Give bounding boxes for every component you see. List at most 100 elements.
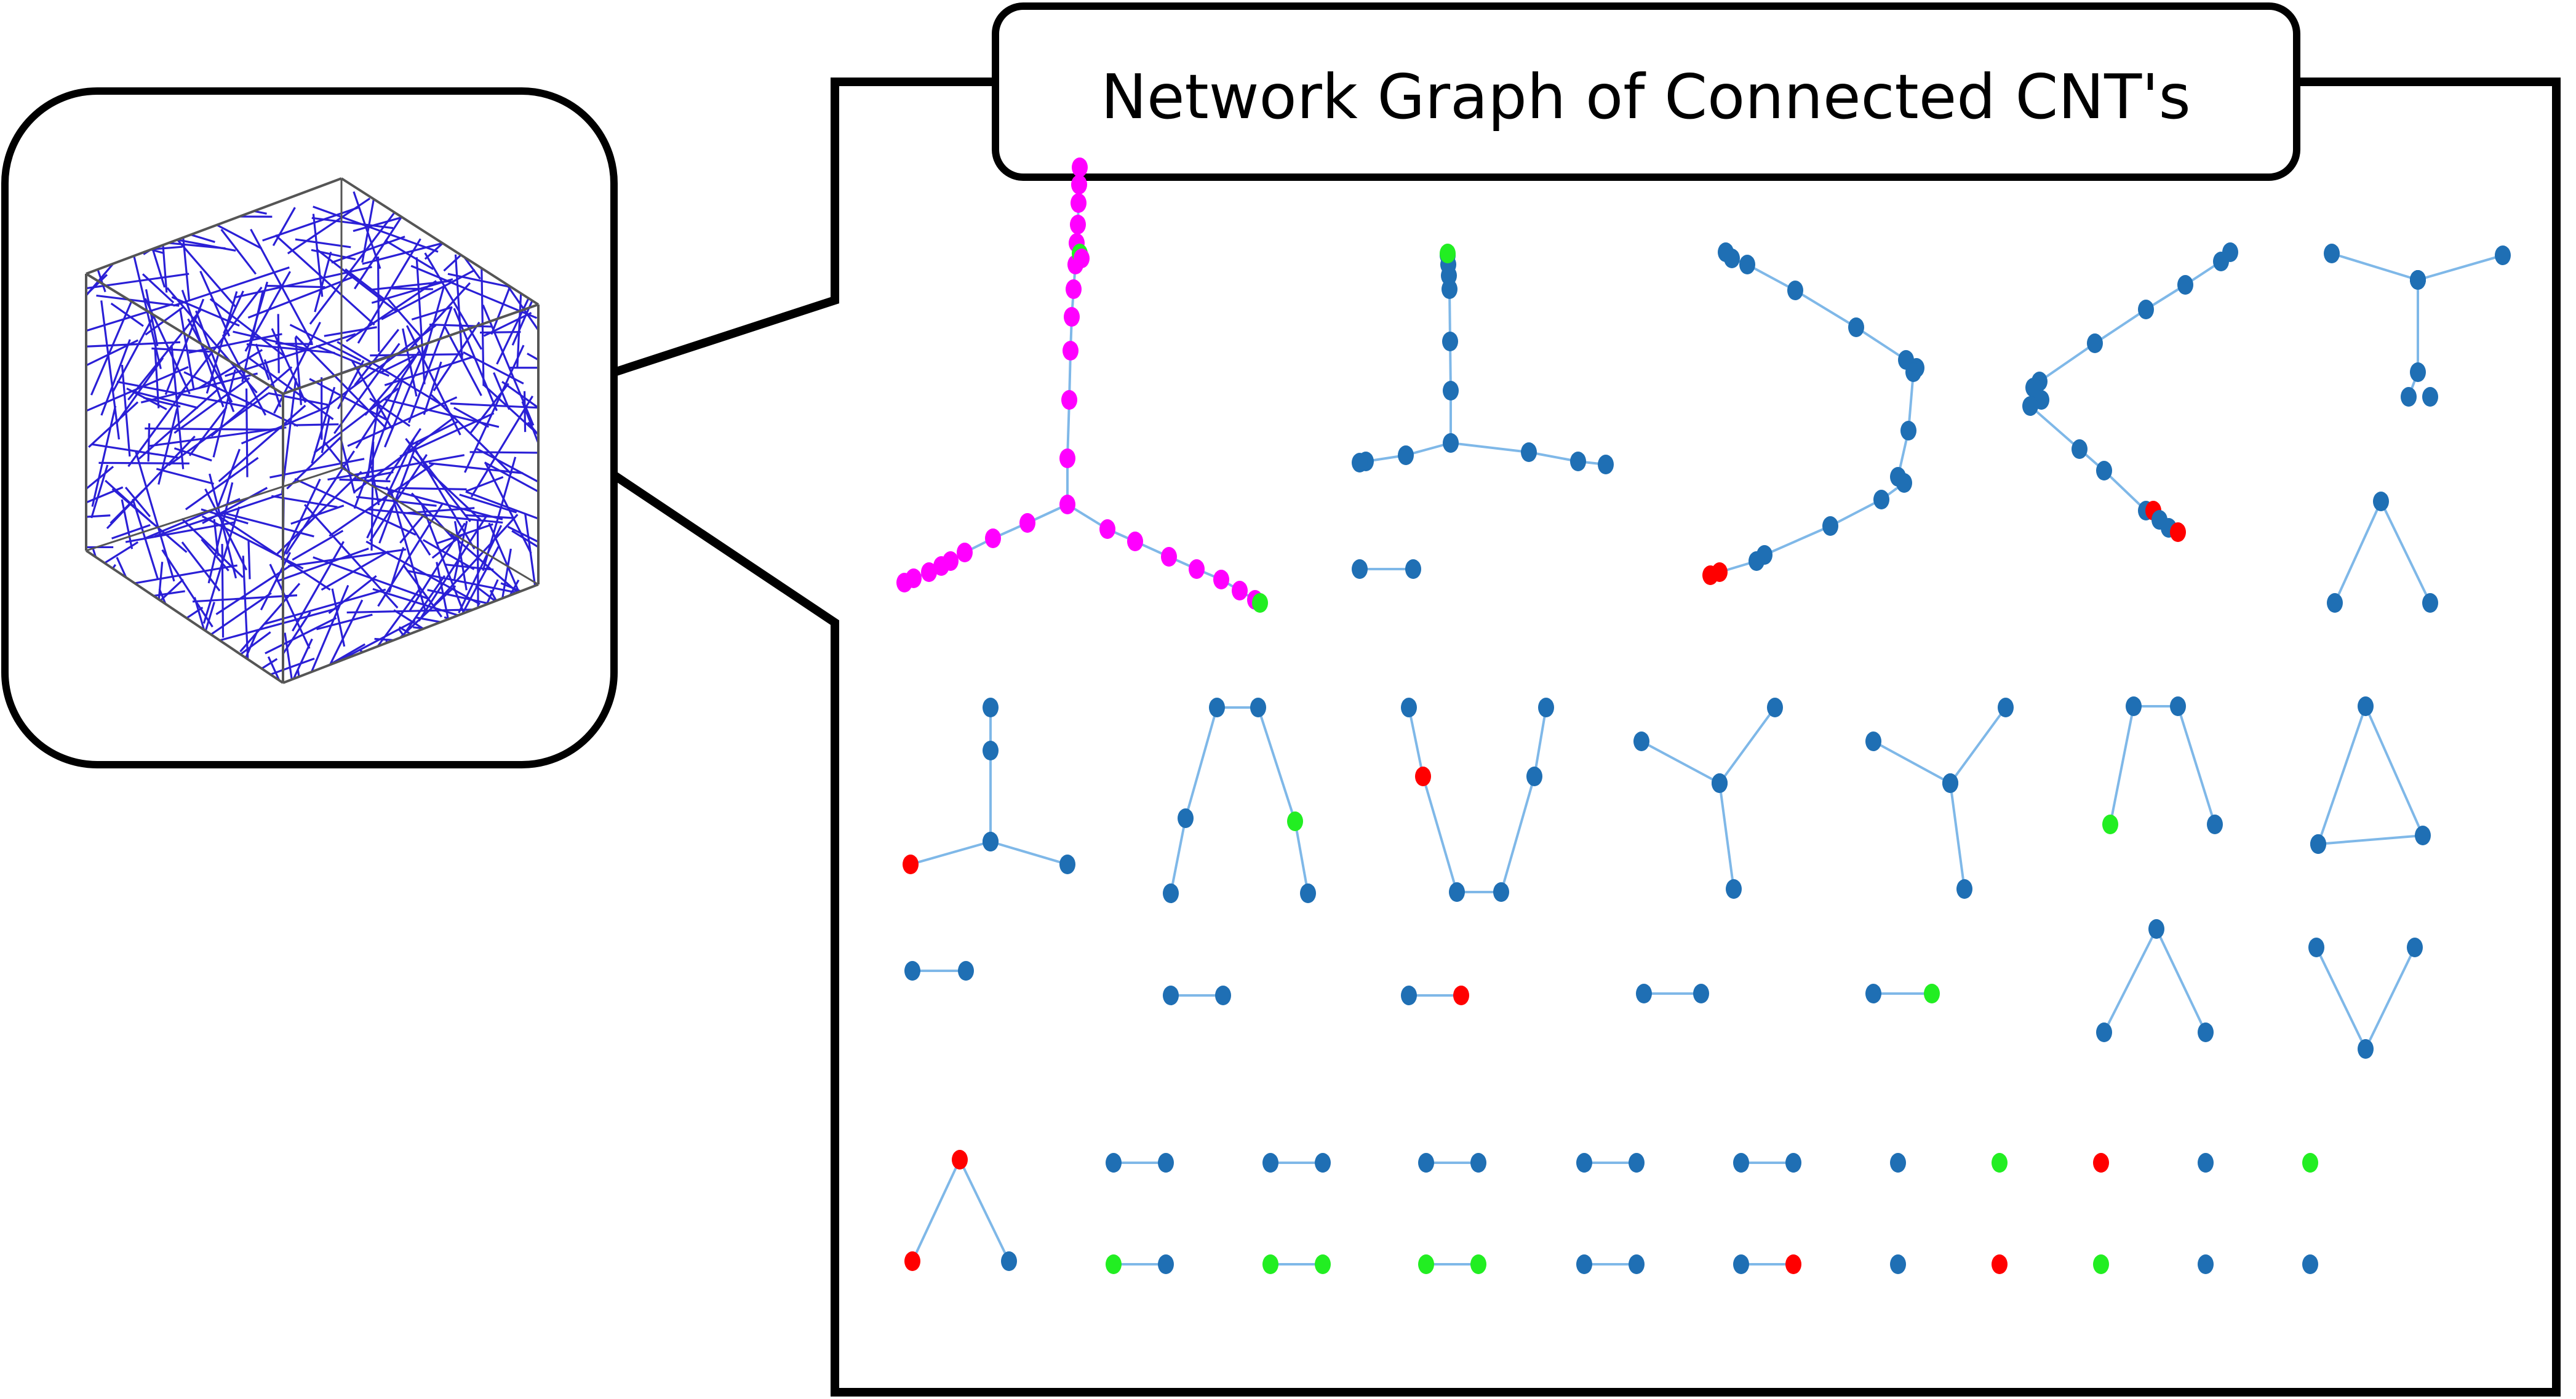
cnt-fiber: [450, 402, 538, 410]
graph-node: [1106, 1254, 1122, 1274]
cnt-fiber: [511, 530, 538, 558]
cnt-fiber: [129, 237, 162, 369]
graph-node: [1127, 532, 1143, 551]
cnt-fiber: [176, 286, 263, 399]
cnt-fiber: [433, 514, 519, 607]
cnt-fiber: [521, 401, 538, 457]
cnt-fiber: [265, 284, 325, 289]
graph-node: [2093, 1254, 2109, 1274]
graph-node: [1262, 1153, 1278, 1173]
cnt-fiber: [246, 343, 335, 354]
graph-node: [1693, 984, 1709, 1003]
graph-node: [1213, 570, 1229, 589]
cnt-fiber: [105, 479, 154, 524]
graph-node: [1598, 455, 1614, 474]
cnt-fiber: [265, 616, 337, 655]
graph-node: [1440, 244, 1456, 263]
graph-node: [2093, 1153, 2109, 1173]
cnt-fiber: [86, 514, 111, 520]
cnt-fiber: [402, 328, 418, 397]
graph-node: [2072, 439, 2088, 459]
cnt-fiber: [333, 343, 401, 434]
graph-node: [2495, 245, 2511, 265]
cnt-fiber: [355, 351, 420, 449]
graph-node: [1059, 495, 1075, 514]
cnt-fiber: [353, 191, 381, 269]
cnt-fiber: [326, 324, 437, 408]
graph-node: [1401, 698, 1417, 717]
graph-edge: [2315, 947, 2367, 1050]
cnt-fiber: [428, 462, 524, 474]
cnt-fiber: [324, 326, 377, 337]
graph-node: [1865, 984, 1881, 1003]
graph-node: [2302, 1153, 2318, 1173]
title-box: [992, 2, 2300, 181]
cnt-fiber: [351, 471, 394, 482]
graph-node: [1787, 281, 1803, 300]
graph-node: [903, 855, 919, 874]
graph-edge: [1794, 289, 1857, 329]
cnt-fiber: [110, 302, 144, 327]
graph-node: [904, 1251, 920, 1271]
graph-node: [958, 961, 974, 981]
graph-edge: [2103, 928, 2158, 1033]
graph-node: [2148, 919, 2164, 939]
cnt-fiber: [263, 588, 386, 625]
graph-node: [1443, 433, 1459, 453]
graph-node: [1250, 698, 1266, 717]
cnt-fiber: [309, 378, 389, 421]
cnt-fiber: [277, 314, 280, 373]
graph-node: [1538, 698, 1554, 717]
cnt-fiber: [202, 487, 268, 524]
cnt-fiber: [268, 392, 329, 406]
cnt-fiber: [399, 487, 467, 490]
cnt-fiber: [241, 290, 264, 382]
cnt-fiber: [185, 456, 259, 511]
graph-node: [2422, 593, 2438, 613]
cnt-fiber: [90, 300, 133, 396]
graph-node: [1733, 1254, 1749, 1274]
graph-node: [1905, 362, 1921, 382]
cnt-fiber: [210, 366, 293, 437]
graph-node: [1526, 767, 1542, 786]
cnt-fiber: [292, 530, 344, 561]
graph-node: [1992, 1153, 2008, 1173]
cnt-fiber: [249, 357, 334, 420]
cnt-fiber: [405, 325, 461, 436]
cnt-fiber: [351, 361, 393, 429]
graph-node: [1163, 986, 1179, 1005]
graph-edge: [1533, 707, 1547, 777]
cnt-fiber: [345, 280, 437, 343]
cnt-fiber: [125, 521, 235, 543]
graph-edge: [2334, 501, 2382, 604]
cnt-fiber: [410, 420, 459, 446]
cnt-fiber: [131, 389, 199, 409]
cnt-fiber: [111, 524, 151, 540]
graph-node: [1724, 249, 1740, 268]
graph-node: [1001, 1251, 1017, 1271]
cnt-fiber: [465, 490, 538, 524]
cnt-fiber: [453, 520, 468, 591]
cnt-fiber: [276, 548, 369, 583]
graph-edge: [2038, 342, 2096, 383]
cnt-fiber: [221, 334, 267, 416]
cnt-fiber: [140, 372, 258, 404]
graph-node: [1071, 175, 1087, 194]
cnt-fiber: [247, 541, 251, 580]
cnt-fiber: [147, 423, 151, 462]
graph-node: [2410, 270, 2426, 290]
cnt-fiber: [181, 541, 221, 592]
cnt-fiber: [239, 631, 271, 656]
graph-node: [1415, 767, 1431, 786]
graph-node: [1315, 1153, 1331, 1173]
cnt-fiber: [313, 388, 399, 454]
cnt-fiber: [365, 540, 481, 605]
graph-node: [2213, 252, 2229, 271]
cnt-fiber: [173, 266, 290, 307]
cnt-fiber: [100, 300, 120, 440]
graph-node: [1896, 473, 1912, 493]
graph-edge: [2364, 947, 2416, 1050]
cnt-fiber: [314, 252, 332, 313]
cnt-fiber: [436, 523, 493, 545]
graph-node: [2422, 387, 2438, 407]
